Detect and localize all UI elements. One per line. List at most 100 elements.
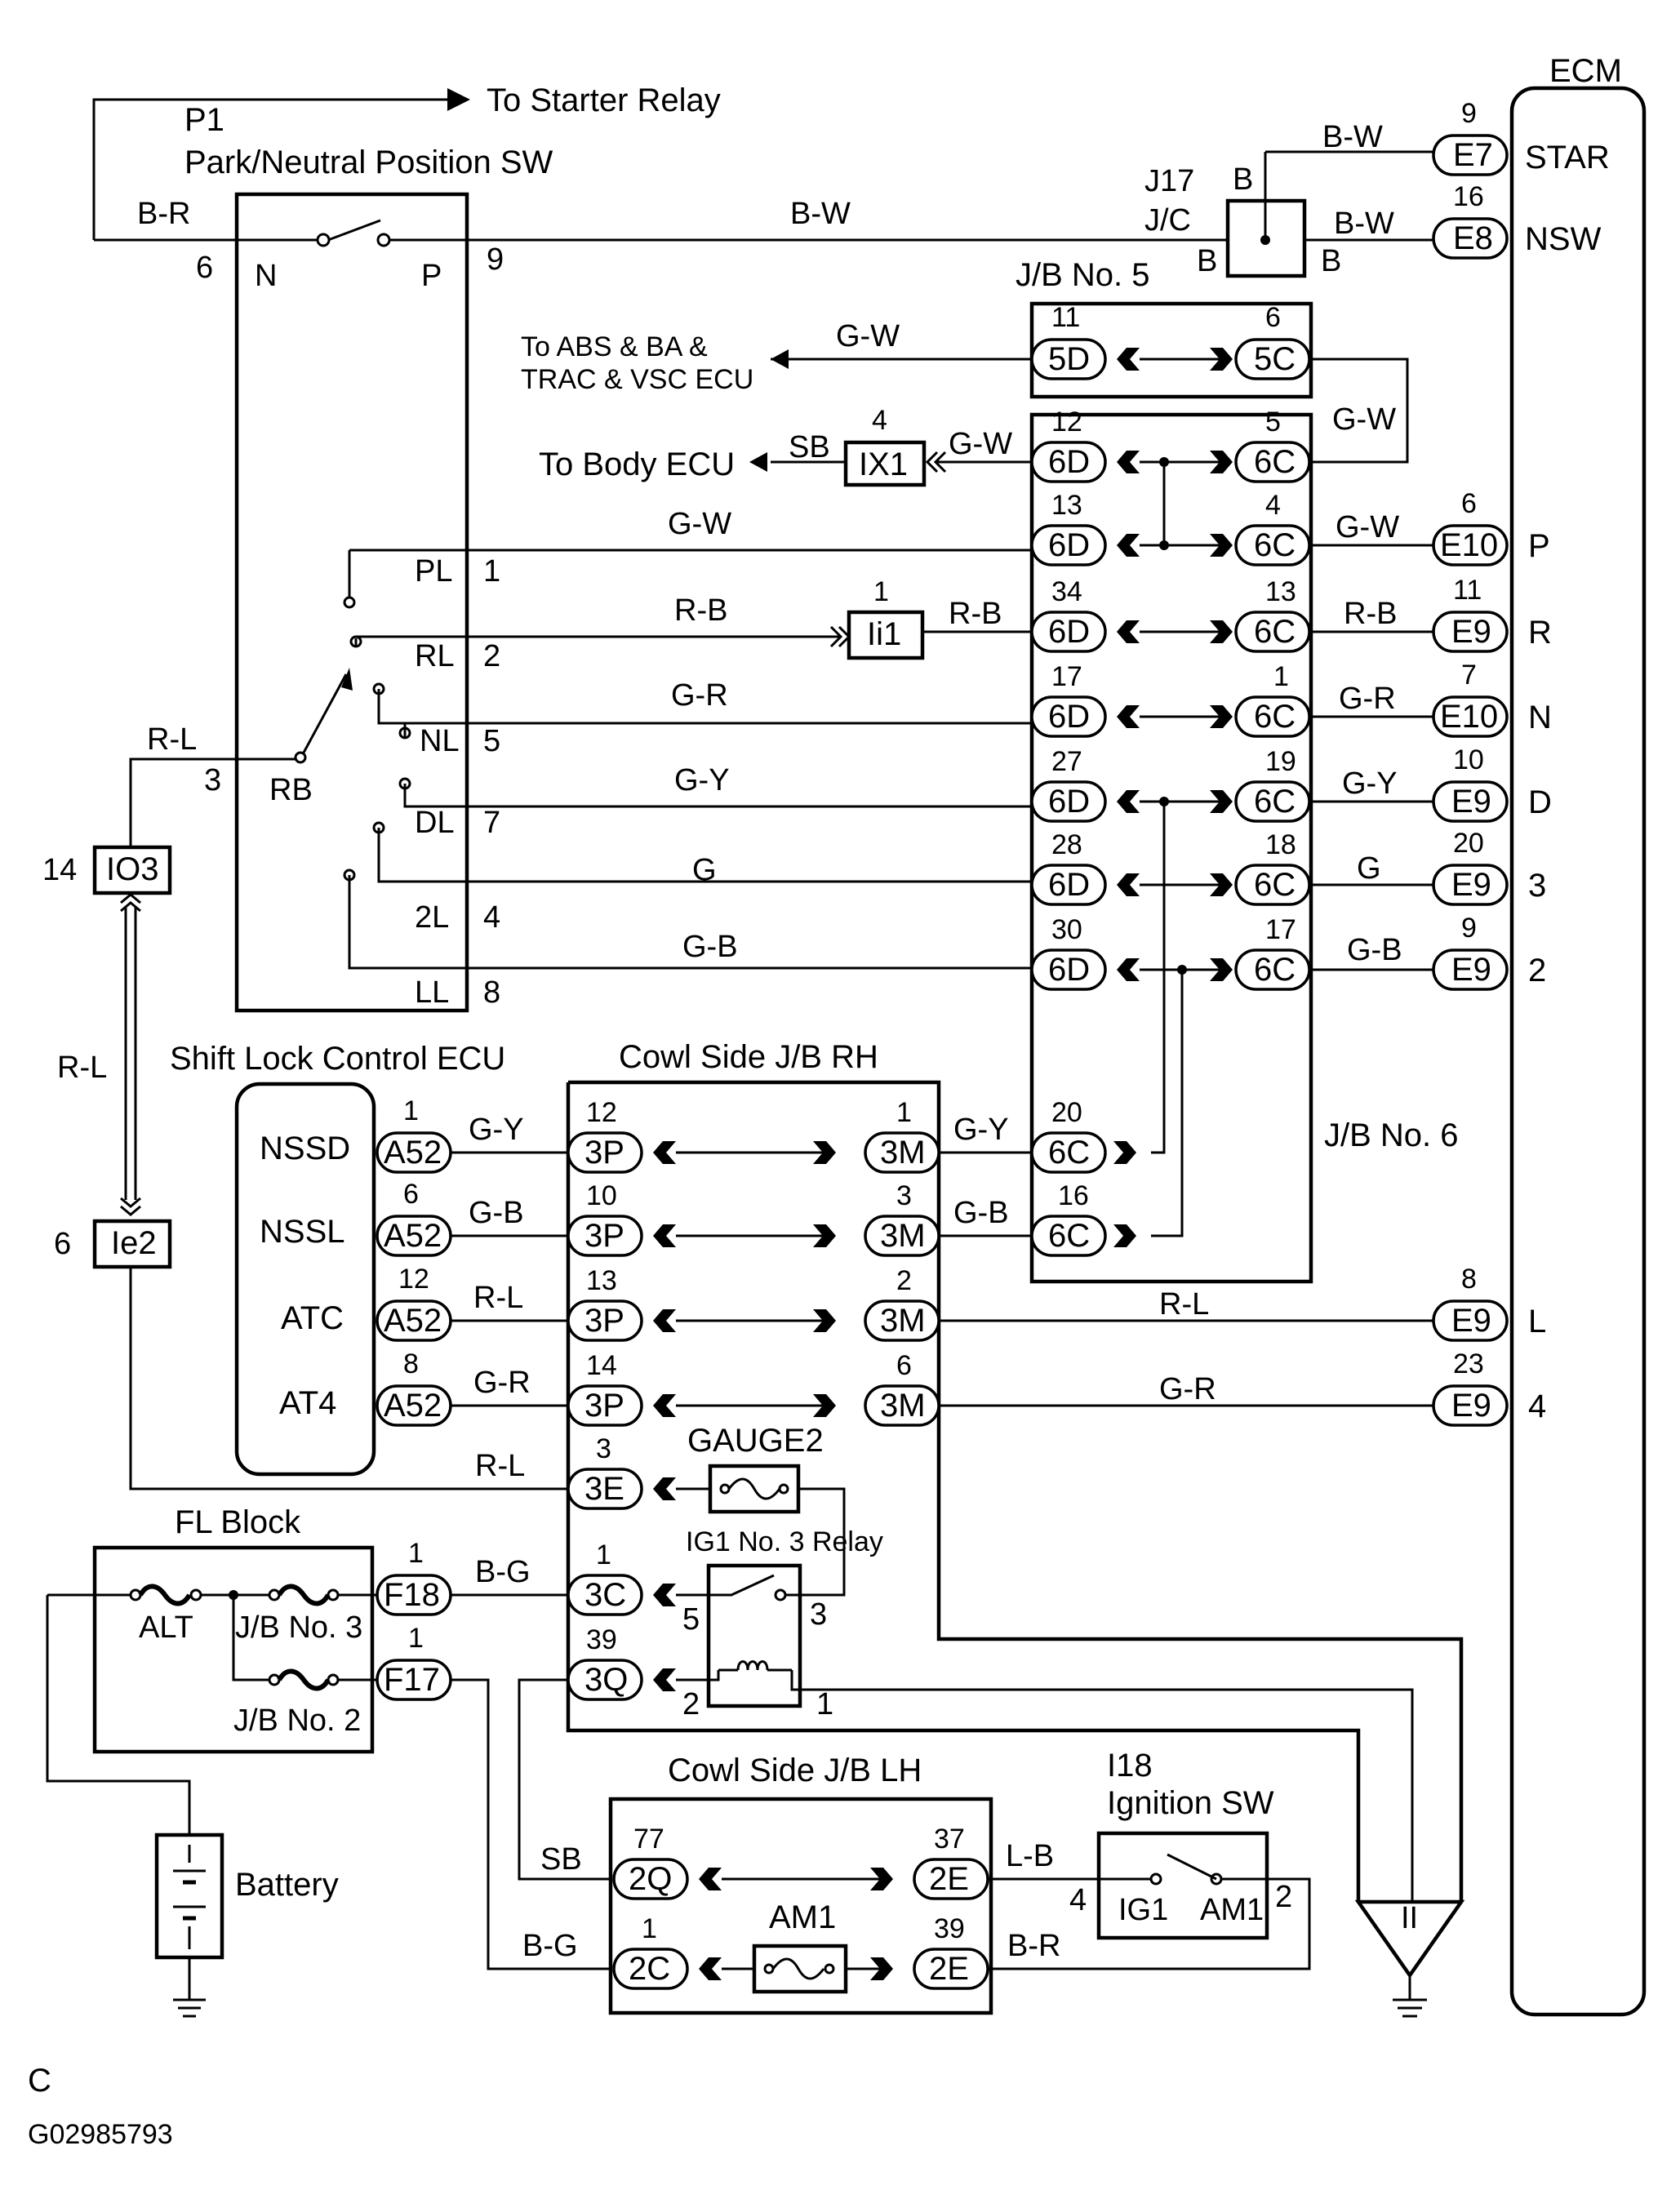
cowl-lh-top-row: 2Q 77 2E 37 SB L-B [540,1824,1099,1900]
fl-block: FL Block ALT J/B No. 3 J/B No. 2 F18 1 F… [47,1504,611,1970]
wire-br-label: B-R [137,197,190,231]
svg-text:G-B: G-B [953,1196,1009,1230]
cowl-rh-row: 3P 10 3M 3 G-B [567,1180,1032,1257]
svg-text:10: 10 [1453,744,1484,775]
j17-name: J/C [1144,203,1191,238]
ecm-box [1509,86,1647,2017]
to-starter-relay-label: To Starter Relay [487,82,721,118]
svg-text:6C: 6C [1254,952,1296,988]
svg-text:6: 6 [403,1179,419,1210]
svg-text:2E: 2E [929,1861,969,1897]
svg-text:37: 37 [934,1824,965,1855]
alt-label: ALT [139,1610,193,1645]
svg-text:A52: A52 [384,1303,442,1339]
cowl-lh-block: Cowl Side J/B LH 2Q 77 2E 37 SB L-B 2C 1 [522,1753,1311,2015]
svg-text:1: 1 [408,1538,424,1569]
contact-num: 7 [483,806,500,840]
pnp-title: Park/Neutral Position SW [184,144,553,180]
svg-text:E9: E9 [1451,784,1491,820]
svg-text:R-L: R-L [57,1051,107,1085]
j17-wire-star: B-W [1322,120,1383,154]
f17-connector: F17 1 [376,1623,611,1970]
ecm-pin-3: E9 20 3 [1432,828,1546,906]
svg-text:R-B: R-B [674,593,727,628]
ii1-connector: Ii1 1 [829,576,1032,660]
ecm-pin-star: E7 9 STAR [1432,98,1610,176]
svg-text:2: 2 [1528,953,1546,988]
svg-text:1: 1 [642,1913,657,1944]
svg-text:1: 1 [1273,661,1289,692]
svg-text:6C: 6C [1254,444,1296,480]
svg-text:R-B: R-B [949,597,1002,631]
svg-text:3: 3 [596,1433,611,1464]
svg-text:6C: 6C [1254,527,1296,563]
svg-text:16: 16 [1058,1180,1089,1211]
jb6-row: 6D 17 6C 1 G-R G-R [671,661,1433,738]
contact-num: 2 [483,639,500,673]
svg-text:3: 3 [1528,868,1546,904]
svg-text:3P: 3P [584,1388,624,1424]
j17-junction: J17 J/C B B B B-W B-W [1144,120,1433,278]
svg-text:6C: 6C [1048,1135,1090,1171]
am1-fuse-label: AM1 [769,1899,836,1935]
wire-bw-label: B-W [790,197,851,231]
svg-text:30: 30 [1051,914,1082,945]
contact-label: 2L [415,900,449,935]
fuse-icon [708,1464,801,1514]
svg-text:G-R: G-R [1159,1372,1216,1406]
svg-text:16: 16 [1453,181,1484,212]
svg-text:B-G: B-G [475,1555,531,1589]
svg-text:G-W: G-W [668,507,731,541]
svg-text:3Q: 3Q [584,1662,628,1698]
to-body-ecu-label: To Body ECU [539,446,735,482]
jb6-row: 6D 34 6C 13 R-B R-B R-B [674,576,1433,653]
svg-text:20: 20 [1051,1097,1082,1128]
svg-text:G-Y: G-Y [674,763,730,797]
svg-text:E10: E10 [1440,527,1498,563]
svg-text:8: 8 [403,1348,419,1379]
svg-text:E9: E9 [1451,867,1491,903]
svg-text:3P: 3P [584,1303,624,1339]
ecm-title: ECM [1549,53,1622,89]
relay-label: IG1 No. 3 Relay [686,1526,883,1557]
svg-text:L: L [1528,1304,1546,1339]
svg-text:3M: 3M [880,1135,926,1171]
pnp-pin-p-num: 9 [487,242,504,277]
cowl-rh-title: Cowl Side J/B RH [619,1039,878,1075]
svg-text:2E: 2E [929,1951,969,1987]
svg-text:R: R [1528,615,1552,651]
svg-text:12: 12 [1051,406,1082,438]
svg-text:NSW: NSW [1525,221,1602,257]
io3-connector: IO3 14 R-L [42,845,172,1216]
svg-text:6: 6 [1461,488,1477,519]
svg-text:3: 3 [810,1597,827,1632]
svg-text:1: 1 [873,576,889,607]
to-abs-line2: TRAC & VSC ECU [521,364,753,395]
svg-text:18: 18 [1265,829,1296,860]
j17-b1: B [1233,162,1253,197]
svg-text:17: 17 [1265,914,1296,945]
cowl-rh-3q: 3Q 39 [518,1624,1414,1902]
svg-text:G-W: G-W [1336,510,1399,544]
svg-text:12: 12 [398,1264,429,1295]
svg-text:AT4: AT4 [279,1385,336,1421]
junction-dot [1260,235,1270,245]
jb5-wire: G-W [836,319,900,353]
svg-text:20: 20 [1453,828,1484,859]
svg-text:E7: E7 [1453,137,1493,173]
svg-text:8: 8 [1461,1264,1477,1295]
svg-text:3P: 3P [584,1218,624,1254]
arrow-left-icon [749,452,767,472]
jb6-lower-6c-16: 6C 16 [1030,1180,1136,1257]
svg-text:14: 14 [586,1350,617,1381]
ground-icon [173,1998,206,2018]
svg-text:IO3: IO3 [106,851,158,887]
svg-text:G-B: G-B [1347,933,1402,967]
battery: Battery [46,1595,339,2018]
svg-text:1: 1 [596,1539,611,1570]
pnp-pin-n-num: 6 [196,251,213,285]
contact-label: LL [415,975,449,1010]
jb6-row: 6D 12 6C 5 [1030,406,1311,483]
svg-text:3P: 3P [584,1135,624,1171]
svg-text:1: 1 [408,1623,424,1654]
